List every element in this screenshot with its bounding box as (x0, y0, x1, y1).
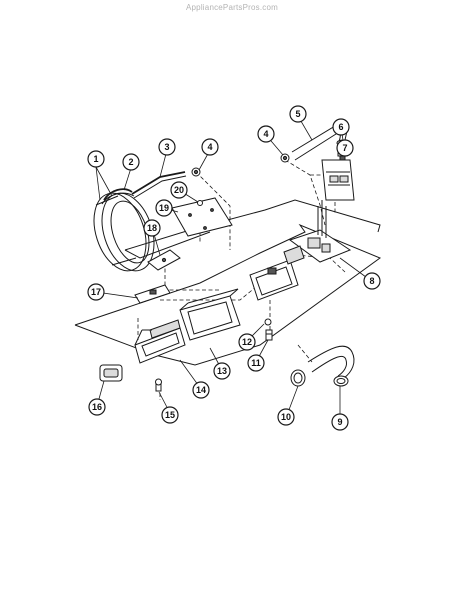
callout-13: 13 (213, 362, 231, 380)
drain-clamp[interactable] (290, 369, 306, 387)
callout-9-label: 9 (337, 417, 342, 427)
callout-10-label: 10 (281, 412, 291, 422)
assembly-outline (74, 199, 382, 366)
callout-5: 5 (289, 105, 307, 123)
callout-18-label: 18 (147, 223, 157, 233)
callout-18: 18 (143, 219, 161, 237)
fitting-nut-left[interactable] (191, 167, 201, 177)
screw-20[interactable] (197, 200, 203, 206)
callout-3-label: 3 (164, 142, 169, 152)
callout-14-label: 14 (196, 385, 206, 395)
callout-17-label: 17 (91, 287, 101, 297)
screw-15[interactable] (155, 378, 162, 392)
callout-7: 7 (336, 139, 354, 157)
callout-8: 8 (363, 272, 381, 290)
callout-4-left-label: 4 (207, 142, 212, 152)
callout-6: 6 (332, 118, 350, 136)
callout-19: 19 (155, 199, 173, 217)
ring-clamp[interactable] (101, 188, 135, 205)
callout-15-label: 15 (165, 410, 175, 420)
callout-12-label: 12 (242, 337, 252, 347)
callout-19-label: 19 (159, 203, 169, 213)
drawer-handle[interactable] (99, 364, 123, 382)
valve-assembly[interactable] (288, 200, 352, 263)
callout-2-label: 2 (128, 157, 133, 167)
fitting-nut-right[interactable] (280, 153, 290, 163)
dashed-guide-lines (137, 159, 346, 400)
dispenser-drawer[interactable] (134, 319, 186, 364)
callout-10: 10 (277, 408, 295, 426)
callout-11-label: 11 (251, 358, 261, 368)
callout-5-label: 5 (295, 109, 300, 119)
callout-4-right: 4 (257, 125, 275, 143)
screw-11[interactable] (265, 329, 273, 341)
hinge-bracket[interactable] (147, 249, 181, 271)
callout-20-label: 20 (174, 185, 184, 195)
callout-16: 16 (88, 398, 106, 416)
watermark-text: AppliancePartsPros.com (186, 3, 278, 12)
callout-12: 12 (238, 333, 256, 351)
callout-6-label: 6 (338, 122, 343, 132)
callout-1-label: 1 (93, 154, 98, 164)
callout-9: 9 (331, 413, 349, 431)
dispenser-housing[interactable] (249, 245, 305, 301)
callout-2: 2 (122, 153, 140, 171)
callout-3: 3 (158, 138, 176, 156)
mounting-plate[interactable] (171, 197, 233, 237)
callout-17: 17 (87, 283, 105, 301)
siphon-insert[interactable] (134, 284, 171, 304)
callout-16-label: 16 (92, 402, 102, 412)
callout-14: 14 (192, 381, 210, 399)
callout-11: 11 (247, 354, 265, 372)
callout-15: 15 (161, 406, 179, 424)
valve-bracket[interactable] (321, 159, 355, 201)
callout-7-label: 7 (342, 143, 347, 153)
callout-1: 1 (87, 150, 105, 168)
callout-20: 20 (170, 181, 188, 199)
callout-4-right-label: 4 (263, 129, 268, 139)
callout-13-label: 13 (217, 366, 227, 376)
drain-hose[interactable] (307, 345, 355, 387)
callout-8-label: 8 (369, 276, 374, 286)
washer-12[interactable] (264, 318, 272, 326)
callout-4-left: 4 (201, 138, 219, 156)
front-bezel[interactable] (179, 288, 241, 341)
